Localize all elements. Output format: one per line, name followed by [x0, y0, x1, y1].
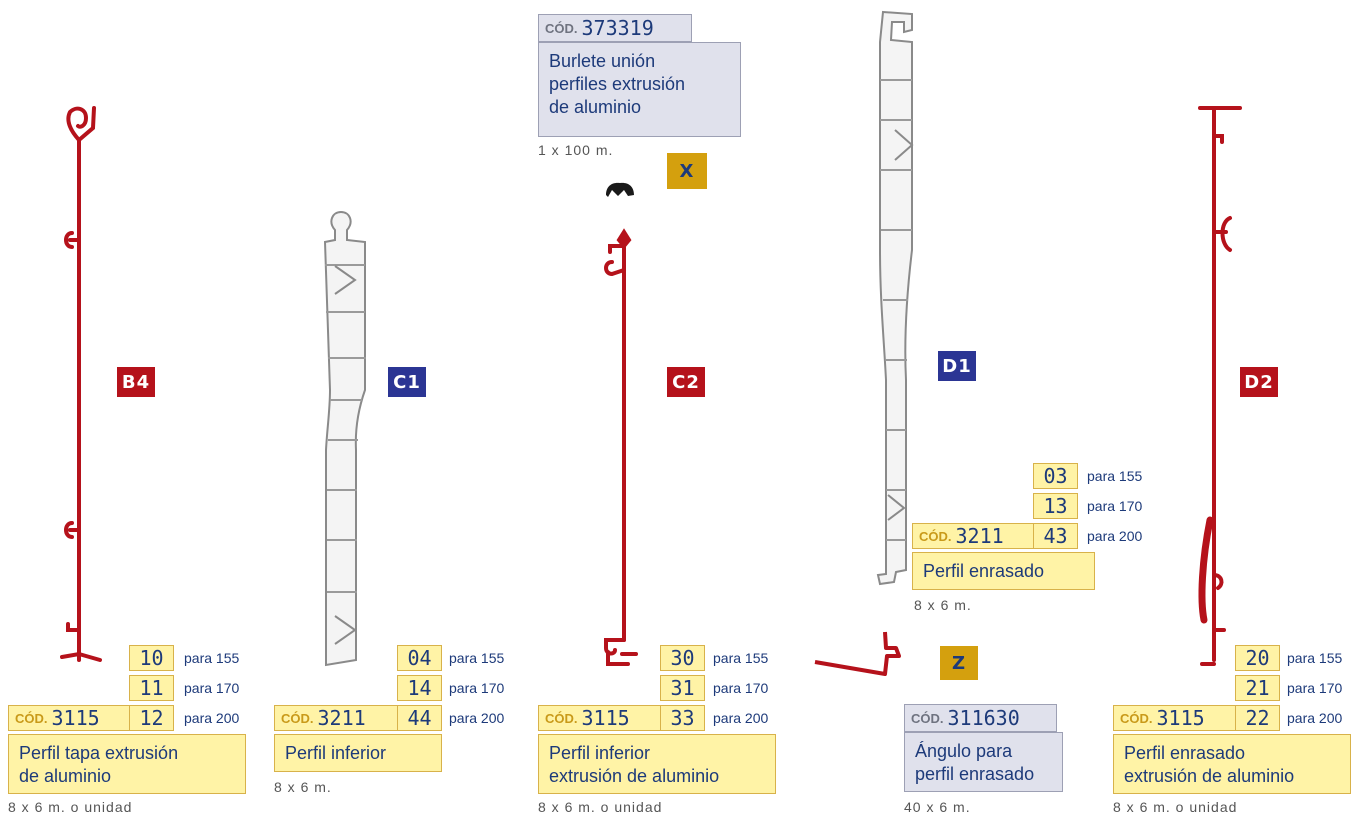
c1-quantity: 8 x 6 m. — [274, 779, 332, 795]
para-200: para 200 — [713, 710, 769, 726]
x-quantity: 1 x 100 m. — [538, 142, 614, 158]
b4-desc-line2: de aluminio — [19, 766, 112, 786]
c2-code-200: 33 — [660, 705, 705, 731]
b4-description: Perfil tapa extrusión de aluminio — [8, 734, 246, 794]
cod-text: CÓD. — [1120, 710, 1153, 726]
para-200: para 200 — [1287, 710, 1343, 726]
d1-quantity: 8 x 6 m. — [914, 597, 972, 613]
b4-code-155: 10 — [129, 645, 174, 671]
c1-profile-drawing — [323, 210, 366, 667]
d1-cod-label: CÓD. 3211 — [912, 523, 1034, 549]
d1-description: Perfil enrasado — [912, 552, 1095, 590]
c1-desc-line1: Perfil inferior — [285, 743, 387, 763]
d1-code-200: 43 — [1033, 523, 1078, 549]
cod-text: CÓD. — [15, 710, 48, 726]
d2-cod-label: CÓD. 3115 — [1113, 705, 1236, 731]
c2-code: 3115 — [581, 706, 630, 730]
d2-profile-drawing — [1198, 106, 1242, 666]
b4-quantity: 8 x 6 m. o unidad — [8, 799, 133, 815]
c2-desc-line1: Perfil inferior — [549, 743, 651, 763]
para-155: para 155 — [184, 650, 240, 666]
badge-d1: D1 — [938, 351, 976, 381]
z-desc-line1: Ángulo para — [915, 741, 1013, 761]
x-gasket-drawing — [606, 182, 634, 197]
d1-code-170: 13 — [1033, 493, 1078, 519]
para-170: para 170 — [449, 680, 505, 696]
badge-c1: C1 — [388, 367, 426, 397]
d2-description: Perfil enrasado extrusión de aluminio — [1113, 734, 1351, 794]
c2-quantity: 8 x 6 m. o unidad — [538, 799, 663, 815]
c1-code-155: 04 — [397, 645, 442, 671]
c1-cod-label: CÓD. 3211 — [274, 705, 398, 731]
z-angle-drawing — [814, 631, 901, 676]
d2-code-200: 22 — [1235, 705, 1280, 731]
d2-code-170: 21 — [1235, 675, 1280, 701]
para-155: para 155 — [1087, 468, 1143, 484]
para-155: para 155 — [1287, 650, 1343, 666]
x-cod-label: CÓD. 373319 — [538, 14, 692, 42]
cod-text: CÓD. — [919, 528, 952, 544]
b4-code-170: 11 — [129, 675, 174, 701]
cod-text: CÓD. — [911, 710, 944, 726]
para-200: para 200 — [449, 710, 505, 726]
c1-code-200: 44 — [397, 705, 442, 731]
para-155: para 155 — [713, 650, 769, 666]
z-cod-label: CÓD. 311630 — [904, 704, 1057, 732]
para-200: para 200 — [1087, 528, 1143, 544]
para-170: para 170 — [713, 680, 769, 696]
c1-code: 3211 — [317, 706, 366, 730]
x-description: Burlete unión perfiles extrusión de alum… — [538, 42, 741, 137]
badge-x: X — [667, 153, 707, 189]
x-desc-line3: de aluminio — [549, 97, 642, 117]
b4-profile-drawing — [60, 106, 102, 662]
z-quantity: 40 x 6 m. — [904, 799, 971, 815]
para-170: para 170 — [1287, 680, 1343, 696]
para-155: para 155 — [449, 650, 505, 666]
d2-desc-line2: extrusión de aluminio — [1124, 766, 1295, 786]
c2-code-155: 30 — [660, 645, 705, 671]
d2-code-155: 20 — [1235, 645, 1280, 671]
b4-cod-label: CÓD. 3115 — [8, 705, 130, 731]
badge-c2: C2 — [667, 367, 705, 397]
c2-cod-label: CÓD. 3115 — [538, 705, 661, 731]
badge-d2: D2 — [1240, 367, 1278, 397]
para-170: para 170 — [1087, 498, 1143, 514]
x-desc-line2: perfiles extrusión — [549, 74, 686, 94]
badge-b4: B4 — [117, 367, 155, 397]
c1-description: Perfil inferior — [274, 734, 442, 772]
d2-desc-line1: Perfil enrasado — [1124, 743, 1246, 763]
d1-desc-line1: Perfil enrasado — [923, 561, 1045, 581]
badge-z: Z — [940, 646, 978, 680]
b4-code-200: 12 — [129, 705, 174, 731]
d1-profile-drawing — [876, 10, 914, 586]
cod-text: CÓD. — [545, 20, 578, 36]
d1-code-155: 03 — [1033, 463, 1078, 489]
z-description: Ángulo para perfil enrasado — [904, 732, 1063, 792]
c2-profile-drawing — [604, 228, 638, 666]
d1-code: 3211 — [955, 524, 1004, 548]
c1-code-170: 14 — [397, 675, 442, 701]
d2-quantity: 8 x 6 m. o unidad — [1113, 799, 1238, 815]
c2-description: Perfil inferior extrusión de aluminio — [538, 734, 776, 794]
d2-code: 3115 — [1156, 706, 1205, 730]
z-desc-line2: perfil enrasado — [915, 764, 1035, 784]
c2-desc-line2: extrusión de aluminio — [549, 766, 720, 786]
b4-desc-line1: Perfil tapa extrusión — [19, 743, 179, 763]
z-code: 311630 — [947, 706, 1020, 730]
x-desc-line1: Burlete unión — [549, 51, 656, 71]
b4-code: 3115 — [51, 706, 100, 730]
para-170: para 170 — [184, 680, 240, 696]
x-code: 373319 — [581, 16, 654, 40]
c2-code-170: 31 — [660, 675, 705, 701]
cod-text: CÓD. — [545, 710, 578, 726]
cod-text: CÓD. — [281, 710, 314, 726]
para-200: para 200 — [184, 710, 240, 726]
